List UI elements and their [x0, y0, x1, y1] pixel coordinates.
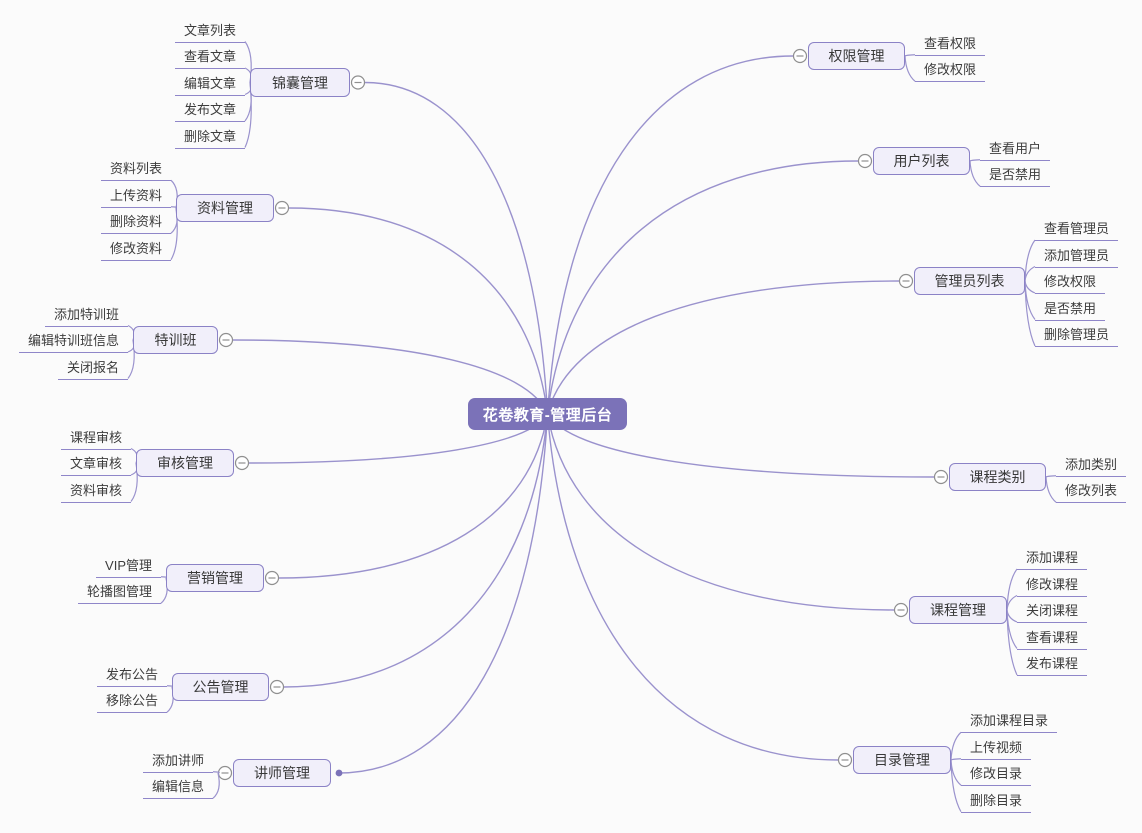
subtopic-connector [969, 160, 981, 187]
subtopic-connector [904, 54, 916, 57]
branch-connector [283, 413, 549, 688]
subtopic[interactable]: VIP管理 [96, 556, 161, 578]
root-topic[interactable]: 花卷教育-管理后台 [468, 398, 627, 430]
subtopic[interactable]: 删除目录 [961, 791, 1032, 813]
subtopic-connector [1006, 609, 1018, 676]
subtopic[interactable]: 查看文章 [174, 47, 245, 69]
branch-connector [546, 413, 895, 611]
branch-topic-10[interactable]: 课程类别 [949, 463, 1046, 491]
subtopic[interactable]: 发布课程 [1017, 654, 1088, 676]
subtopic-connector [969, 159, 981, 162]
subtopic-connector [950, 731, 962, 761]
branch-connector [364, 81, 549, 415]
subtopic[interactable]: 删除管理员 [1035, 325, 1119, 347]
branch-topic-3[interactable]: 审核管理 [136, 449, 234, 477]
subtopic[interactable]: 查看管理员 [1035, 219, 1119, 241]
subtopic[interactable]: 发布文章 [174, 100, 245, 122]
branch-connector [338, 413, 549, 774]
branch-topic-12[interactable]: 目录管理 [853, 746, 951, 774]
branch-topic-5[interactable]: 公告管理 [172, 673, 269, 701]
branch-connector [546, 160, 859, 415]
branch-topic-6[interactable]: 讲师管理 [233, 759, 331, 787]
subtopic-connector [950, 758, 962, 761]
line-attach-dot [335, 769, 343, 777]
branch-connector [546, 280, 900, 415]
subtopic[interactable]: 上传资料 [100, 186, 171, 208]
branch-connector [288, 207, 549, 415]
subtopic[interactable]: 修改资料 [100, 239, 171, 261]
branch-topic-2[interactable]: 特训班 [133, 326, 218, 354]
branch-connector [278, 413, 549, 579]
subtopic[interactable]: 编辑特训班信息 [18, 331, 128, 353]
branch-topic-9[interactable]: 管理员列表 [914, 267, 1025, 295]
subtopic-connector [904, 55, 916, 82]
subtopic[interactable]: 添加类别 [1056, 455, 1127, 477]
subtopic[interactable]: 查看用户 [980, 139, 1051, 161]
branch-connector [232, 339, 549, 415]
subtopic[interactable]: 关闭课程 [1017, 601, 1088, 623]
subtopic-connector [1006, 568, 1018, 611]
branch-topic-0[interactable]: 锦囊管理 [250, 68, 350, 97]
subtopic-connector [1045, 475, 1057, 478]
subtopic[interactable]: 修改课程 [1017, 575, 1088, 597]
subtopic-connector [1006, 609, 1018, 623]
branch-topic-4[interactable]: 营销管理 [166, 564, 264, 592]
subtopic[interactable]: 是否禁用 [1035, 299, 1106, 321]
subtopic[interactable]: 修改列表 [1056, 481, 1127, 504]
subtopic[interactable]: 资料列表 [100, 159, 171, 182]
subtopic-connector [1045, 476, 1057, 503]
subtopic[interactable]: 轮播图管理 [77, 582, 161, 605]
branch-connector [546, 55, 794, 415]
subtopic[interactable]: 查看课程 [1017, 628, 1088, 650]
branch-topic-1[interactable]: 资料管理 [176, 194, 274, 222]
branch-topic-8[interactable]: 用户列表 [873, 147, 970, 175]
subtopic[interactable]: 文章列表 [174, 21, 245, 43]
subtopic[interactable]: 文章审核 [60, 454, 131, 476]
subtopic[interactable]: 课程审核 [60, 428, 131, 450]
subtopic-connector [1024, 280, 1036, 294]
subtopic[interactable]: 修改权限 [1035, 272, 1106, 294]
subtopic[interactable]: 添加讲师 [142, 751, 213, 773]
subtopic[interactable]: 上传视频 [961, 738, 1032, 760]
subtopic[interactable]: 编辑文章 [174, 74, 245, 96]
subtopic-connector [950, 759, 962, 813]
subtopic[interactable]: 添加课程目录 [961, 711, 1058, 734]
branch-topic-7[interactable]: 权限管理 [808, 42, 905, 70]
subtopic[interactable]: 添加特训班 [44, 305, 128, 327]
subtopic[interactable]: 删除资料 [100, 212, 171, 235]
subtopic[interactable]: 修改目录 [961, 764, 1032, 787]
subtopic-connector [212, 772, 220, 799]
subtopic[interactable]: 添加管理员 [1035, 246, 1119, 268]
subtopic[interactable]: 删除文章 [174, 127, 245, 149]
subtopic[interactable]: 修改权限 [915, 60, 986, 83]
subtopic-connector [1024, 280, 1036, 347]
subtopic-connector [1024, 265, 1036, 282]
subtopic[interactable]: 资料审核 [60, 481, 131, 503]
subtopic-connector [1024, 239, 1036, 282]
subtopic[interactable]: 发布公告 [96, 665, 167, 687]
subtopic[interactable]: 关闭报名 [57, 358, 128, 380]
subtopic[interactable]: 查看权限 [915, 34, 986, 56]
branch-connector [546, 413, 839, 761]
branch-topic-11[interactable]: 课程管理 [909, 596, 1007, 624]
subtopic[interactable]: 添加课程 [1017, 548, 1088, 570]
subtopic-connector [1006, 594, 1018, 611]
subtopic-connector [212, 771, 220, 774]
subtopic[interactable]: 移除公告 [96, 691, 167, 714]
subtopic[interactable]: 编辑信息 [142, 777, 213, 800]
subtopic[interactable]: 是否禁用 [980, 165, 1051, 188]
